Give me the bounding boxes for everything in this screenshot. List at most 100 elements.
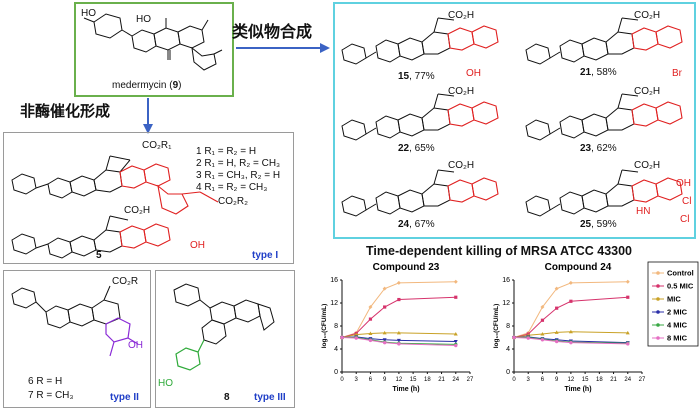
data-point [512, 335, 516, 340]
analog-co2h-23: CO₂H [634, 86, 661, 97]
data-point [368, 317, 373, 321]
data-point [382, 330, 387, 335]
legend-entry: 0.5 MIC [667, 282, 694, 291]
analog-box [333, 2, 696, 239]
type2-structure [11, 285, 139, 357]
legend-marker [656, 297, 660, 301]
analog-highlight-5 [631, 177, 683, 203]
analog-br-21: Br [672, 68, 682, 79]
medermycin-name: medermycin ( [112, 80, 173, 91]
data-point [625, 279, 630, 284]
data-point [382, 286, 387, 291]
data-point [453, 340, 458, 344]
x-tick-label: 12 [396, 377, 403, 383]
data-point [554, 330, 559, 334]
x-axis-label: Time (h) [392, 386, 419, 393]
data-point [454, 295, 458, 299]
x-tick-label: 15 [582, 377, 589, 383]
y-tick-label: 0 [334, 369, 338, 376]
type3-structure [173, 283, 275, 371]
legend-entry: 4 MIC [667, 321, 688, 330]
x-tick-label: 0 [512, 377, 516, 383]
x-tick-label: 12 [568, 377, 575, 383]
y-axis-label: log₁₀(CFU/mL) [321, 304, 328, 349]
analog-label-22: 22, 65% [398, 143, 435, 154]
analog-cl2-25: Cl [680, 214, 690, 225]
data-point [626, 295, 630, 299]
analog-co2h-24: CO₂H [448, 160, 475, 171]
x-tick-label: 18 [424, 377, 431, 383]
data-point [568, 280, 573, 285]
analog-structures [341, 17, 683, 217]
analog-oh-25: OH [676, 178, 691, 189]
data-point [453, 279, 458, 284]
data-point [453, 332, 458, 336]
x-tick-label: 6 [369, 377, 373, 383]
y-tick-label: 16 [502, 277, 510, 284]
y-tick-label: 4 [334, 346, 338, 353]
series-line-mic [513, 331, 628, 338]
x-tick-label: 6 [541, 377, 545, 383]
y-tick-label: 8 [506, 323, 510, 330]
type1-co2h: CO₂H [124, 205, 151, 216]
type2-box [3, 270, 151, 408]
arrow-to-analogs [236, 43, 330, 53]
y-tick-label: 12 [330, 300, 338, 307]
analog-highlight-2 [447, 101, 499, 127]
medermycin-box [74, 2, 234, 97]
type2-co2r: CO₂R [112, 276, 139, 287]
data-point [540, 305, 545, 310]
analog-skeleton-2 [341, 93, 455, 141]
analog-skeleton-1 [525, 17, 639, 65]
chart-section-title: Time-dependent killing of MRSA ATCC 4330… [366, 244, 633, 258]
type1-oh: OH [190, 240, 205, 251]
legend-compound-3: 3 R₁ = CH₃, R₂ = H [196, 170, 281, 181]
analog-co2h-22: CO₂H [448, 86, 475, 97]
arrow-to-nonenzymatic [143, 98, 153, 134]
data-point [397, 297, 401, 302]
data-point [526, 336, 530, 340]
x-tick-label: 27 [467, 377, 474, 383]
x-tick-label: 15 [410, 377, 417, 383]
data-point [454, 343, 458, 348]
x-tick-label: 9 [383, 377, 387, 383]
data-point [568, 329, 573, 334]
x-tick-label: 24 [452, 377, 459, 383]
analog-co2h-15: CO₂H [448, 10, 475, 21]
legend-marker [656, 271, 660, 275]
nonenzymatic-heading: 非酶催化形成 [20, 102, 111, 120]
medermycin-structure [83, 13, 223, 71]
medermycin-paren: ) [178, 80, 182, 91]
series-line-control [513, 281, 628, 338]
compound-7-label: 7 R = CH₃ [28, 390, 74, 401]
label-hn: HO [81, 8, 96, 19]
analog-cl1-25: Cl [682, 196, 692, 207]
data-point [554, 286, 559, 291]
x-axis-label: Time (h) [564, 386, 591, 393]
data-point [569, 340, 573, 345]
x-tick-label: 18 [596, 377, 603, 383]
type3-box [155, 270, 295, 408]
y-tick-label: 16 [330, 277, 338, 284]
data-point [382, 338, 387, 342]
analog-co2h-21: CO₂H [634, 10, 661, 21]
analog-skeleton-3 [525, 93, 639, 141]
legend-entry: 8 MIC [667, 334, 688, 343]
type1-structures [11, 155, 219, 259]
medermycin-caption: medermycin (9) [112, 80, 181, 91]
legend-marker [656, 284, 660, 288]
data-point [555, 306, 559, 310]
series-line-mic [341, 332, 456, 338]
y-tick-label: 8 [334, 323, 338, 330]
compound-5-label: 5 [96, 250, 102, 261]
analog-label-21: 21, 58% [580, 67, 617, 78]
type1-co2r1: CO₂R₁ [142, 140, 172, 151]
y-axis-label: log₁₀(CFU/mL) [493, 304, 500, 349]
x-tick-label: 3 [355, 377, 359, 383]
legend-compound-2: 2 R₁ = H, R₂ = CH₃ [196, 158, 281, 169]
data-point [368, 338, 373, 343]
